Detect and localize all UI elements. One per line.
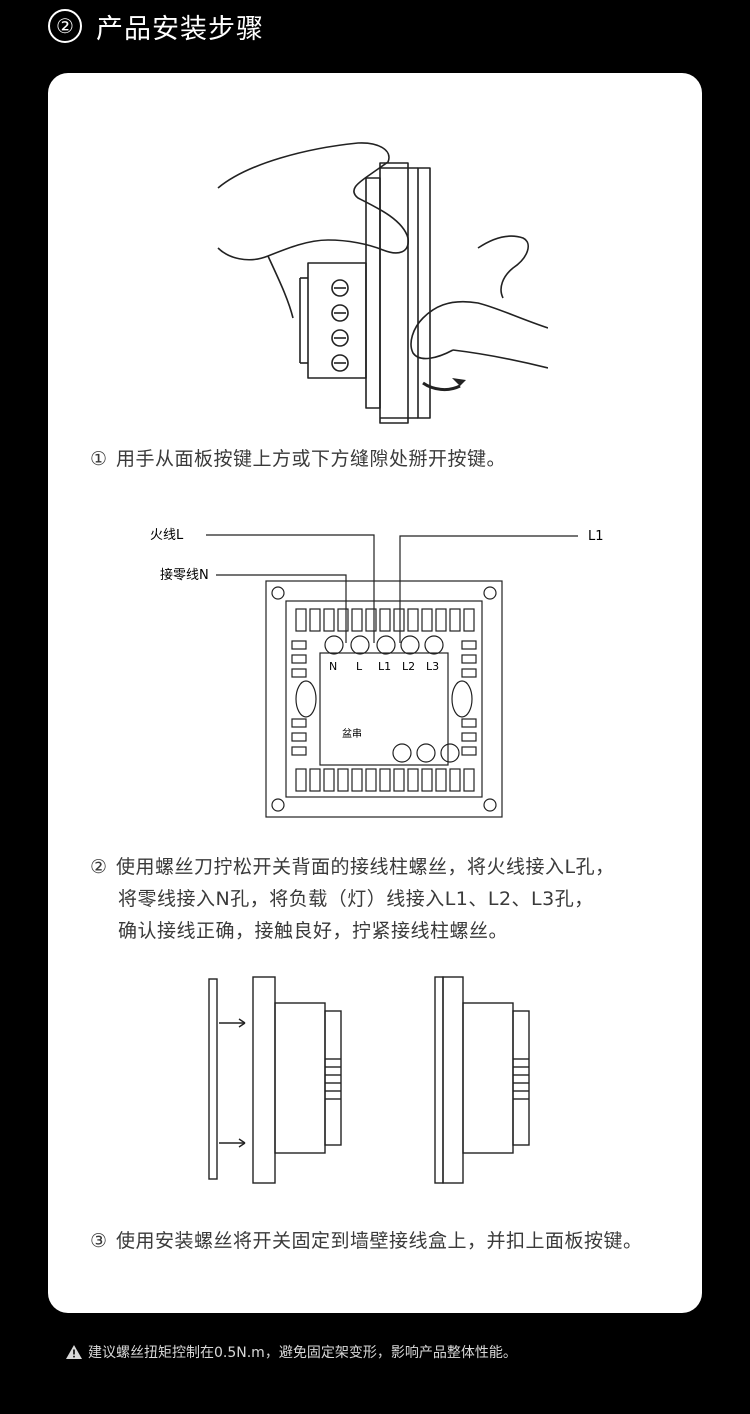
terminal-l1-label: L1: [378, 660, 391, 673]
step-3-line-1: 使用安装螺丝将开关固定到墙壁接线盒上，并扣上面板按键。: [116, 1230, 643, 1252]
step-2-line-3: 确认接线正确，接触良好，拧紧接线柱螺丝。: [118, 920, 509, 942]
terminal-l2-label: L2: [402, 660, 415, 673]
terminal-l3-label: L3: [426, 660, 439, 673]
live-label: 火线L: [150, 528, 184, 543]
step-2-line-1: 使用螺丝刀拧松开关背面的接线柱螺丝，将火线接入L孔，: [116, 856, 615, 878]
step1-illustration: [217, 142, 548, 424]
terminal-n-label: N: [329, 660, 337, 673]
section-title: 产品安装步骤: [96, 13, 264, 45]
section-header: ② 产品安装步骤: [48, 8, 264, 45]
section-number: ②: [48, 9, 82, 43]
step-2-line-2: 将零线接入N孔，将负载（灯）线接入L1、L2、L3孔，: [118, 888, 594, 910]
instruction-card: ① 用手从面板按键上方或下方缝隙处掰开按键。: [48, 73, 702, 1313]
warning-text: 建议螺丝扭矩控制在0.5N.m，避免固定架变形，影响产品整体性能。: [88, 1345, 517, 1361]
neutral-label: 接零线N: [160, 567, 209, 583]
step-2-text: ② 使用螺丝刀拧松开关背面的接线柱螺丝，将火线接入L孔， 将零线接入N孔，将负载（…: [90, 851, 615, 947]
warning-icon: [66, 1345, 82, 1359]
step-1-text: ① 用手从面板按键上方或下方缝隙处掰开按键。: [90, 443, 506, 475]
step-2-number: ②: [90, 856, 108, 878]
step-1-line-1: 用手从面板按键上方或下方缝隙处掰开按键。: [116, 448, 507, 470]
step-3-number: ③: [90, 1230, 108, 1252]
module-label: 盆串: [342, 727, 362, 740]
terminal-l-label: L: [356, 660, 363, 673]
load-label: L1: [588, 529, 604, 544]
step-1-number: ①: [90, 448, 108, 470]
wiring-diagram: 火线L 接零线N L1 N L L1 L2 L3 盆串: [150, 528, 604, 818]
step3-illustration: [208, 976, 530, 1184]
warning-note: 建议螺丝扭矩控制在0.5N.m，避免固定架变形，影响产品整体性能。: [66, 1342, 517, 1362]
step-3-text: ③ 使用安装螺丝将开关固定到墙壁接线盒上，并扣上面板按键。: [90, 1225, 643, 1257]
